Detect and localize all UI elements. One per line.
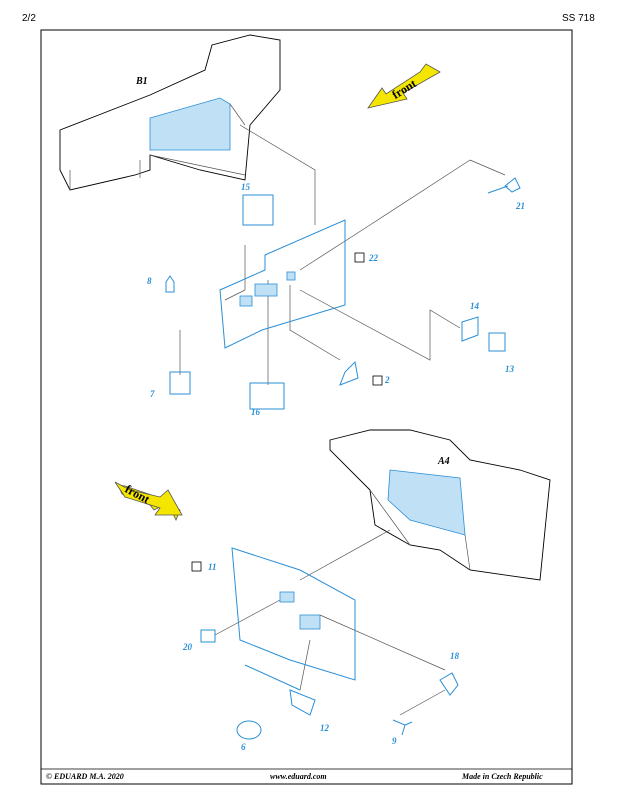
bend-icon (372, 375, 383, 386)
part-13-shape (488, 332, 506, 352)
part-12-shape (244, 664, 316, 716)
part-number: 7 (150, 389, 155, 399)
part-number: 12 (320, 723, 330, 733)
part-7-shape (169, 371, 191, 395)
part-8-shape (165, 275, 175, 293)
view-label-b1: B1 (135, 76, 148, 87)
part-9-shape (392, 719, 413, 736)
part-number: 20 (182, 642, 193, 652)
part-number: 15 (241, 182, 251, 192)
bend-icon (354, 252, 365, 263)
footer-origin: Made in Czech Republic (461, 772, 543, 781)
panel-b1 (219, 219, 346, 349)
part-18-shape (439, 672, 459, 696)
part-number: 18 (450, 651, 460, 661)
footer-website: www.eduard.com (270, 772, 327, 781)
fuselage-b1-drawing (59, 34, 281, 191)
part-16-shape (249, 382, 285, 410)
view-label-a4: A4 (437, 456, 450, 467)
part-number: 6 (241, 742, 246, 752)
part-number: 8 (147, 276, 152, 286)
part-number: 14 (470, 301, 480, 311)
bend-icon (191, 561, 202, 572)
part-number: 13 (505, 364, 515, 374)
part-20-shape (200, 629, 216, 643)
page-number: 2/2 (22, 13, 36, 24)
set-code: SS 718 (562, 13, 595, 24)
part-15-shape (242, 194, 274, 226)
front-arrow-bottom: front (114, 481, 183, 522)
part-number: 11 (208, 562, 217, 572)
front-arrow-top: front (367, 63, 441, 109)
part-number: 16 (251, 407, 261, 417)
footer-copyright: © EDUARD M.A. 2020 (46, 772, 124, 781)
part-number: 2 (384, 375, 390, 385)
part-number: 9 (392, 736, 397, 746)
page-frame (40, 29, 573, 785)
part-number: 22 (368, 253, 379, 263)
fuselage-a4-drawing (329, 429, 551, 581)
part-14-shape (461, 316, 479, 342)
part-2-shape (339, 360, 359, 386)
panel-a4 (231, 547, 356, 681)
part-21-shape (487, 177, 521, 194)
part-number: 21 (515, 201, 525, 211)
part-6-shape (236, 720, 262, 740)
